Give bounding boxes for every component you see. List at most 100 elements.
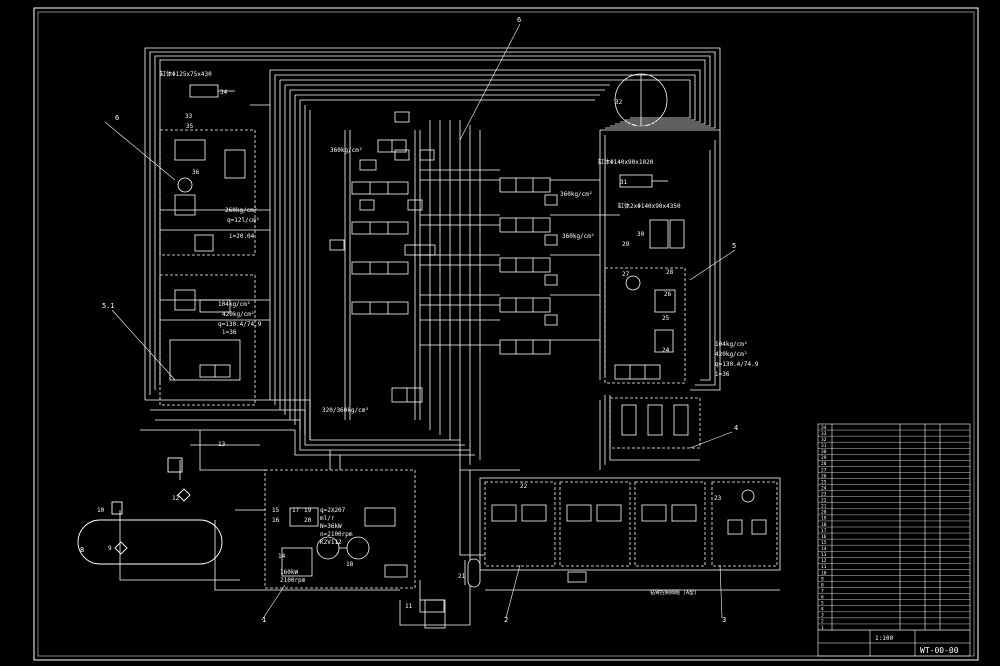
comp-36: 36 (192, 169, 200, 176)
callout-2: 2 (504, 616, 508, 624)
comp-25: 25 (662, 315, 670, 322)
outer-frame (33, 7, 979, 661)
title-row-number: 7 (821, 588, 824, 594)
spec-motor-rpm: 2100rpm (280, 577, 306, 584)
pump-unit-1 (264, 469, 416, 589)
comp-28: 28 (666, 269, 674, 276)
spec-valve-p4: 320/360kg/cm² (322, 407, 369, 414)
oil-tank-8 (77, 457, 223, 565)
spec-pump-5: K2V112 (320, 539, 342, 546)
label-block-3: 钻臂控制阀组 (A型) (650, 589, 697, 596)
comp-20: 20 (304, 517, 312, 524)
comp-26: 26 (664, 291, 672, 298)
spec-right-p2: 420kg/cm² (715, 351, 748, 358)
title-row-number: 17 (821, 528, 827, 534)
comp-27: 27 (622, 271, 630, 278)
spec-cyl-30: 缸体2xΦ140x90x4350 (618, 202, 681, 210)
title-row-number: 34 (821, 425, 827, 431)
title-row-number: 32 (821, 437, 827, 443)
callout-8: 8 (80, 546, 84, 554)
comp-14: 14 (278, 553, 286, 560)
callout-5: 5 (732, 242, 736, 250)
spec-pump-4: n=2100rpm (320, 531, 353, 538)
callout-1: 1 (262, 616, 266, 624)
block-4 (609, 397, 701, 449)
title-row-number: 11 (821, 564, 827, 570)
title-row-number: 4 (821, 607, 824, 613)
inner-frame (37, 11, 975, 657)
spec-valve-p2: 360kg/cm² (560, 191, 593, 198)
spec-valve-p3: 360kg/cm² (562, 233, 595, 240)
title-row-number: 24 (821, 485, 827, 491)
comp-32: 32 (615, 99, 623, 106)
comp-13: 13 (218, 441, 226, 448)
spec-pump51-q: q=130.4/74.9 (218, 321, 262, 328)
center-valve-stack (329, 111, 436, 403)
spec-motor-kw: 160kW (280, 569, 298, 576)
right-pump-block (604, 73, 686, 384)
spec-left-i: i=20.04 (229, 233, 255, 240)
spec-right-p1: 104kg/cm² (715, 341, 748, 348)
comp-29: 29 (622, 241, 630, 248)
title-row-number: 21 (821, 504, 827, 510)
comp-15: 15 (272, 507, 280, 514)
title-block-rows: 3433323130292827262524232221201918171615… (818, 425, 970, 631)
spec-left-flow: q=12l/cm² (227, 217, 260, 224)
leader-lines (104, 23, 736, 621)
title-row-number: 16 (821, 534, 827, 540)
spec-pump-3: N=36kW (320, 523, 342, 530)
spec-left-pressure: 260kg/cm² (225, 207, 258, 214)
drawing-scale: 1:100 (875, 635, 893, 642)
right-valve-stack (499, 177, 558, 355)
title-row-number: 1 (821, 625, 824, 631)
title-row-number: 14 (821, 546, 827, 552)
title-row-number: 31 (821, 443, 827, 449)
left-blocks (159, 84, 256, 406)
comp-9: 9 (108, 545, 112, 552)
title-row-number: 30 (821, 449, 827, 455)
callout-7: 6 (115, 114, 119, 122)
callout-6-label: 6 (517, 16, 521, 24)
title-row-number: 9 (821, 576, 824, 582)
spec-pump51-p2: 420kg/cm² (222, 311, 255, 318)
title-row-number: 13 (821, 552, 827, 558)
title-block (817, 423, 971, 657)
title-row-number: 23 (821, 492, 827, 498)
spec-pump-2: ml/r (320, 515, 335, 522)
title-row-number: 28 (821, 461, 827, 467)
title-row-number: 26 (821, 473, 827, 479)
bottom-control-blocks (419, 477, 781, 629)
title-row-number: 12 (821, 558, 827, 564)
comp-12: 12 (172, 495, 180, 502)
spec-right-i: i=36 (715, 371, 730, 378)
title-row-number: 18 (821, 522, 827, 528)
title-row-number: 6 (821, 595, 824, 601)
spec-pump51-i: i=36 (222, 329, 237, 336)
title-row-number: 8 (821, 582, 824, 588)
comp-24: 24 (662, 347, 670, 354)
title-row-number: 22 (821, 498, 827, 504)
title-row-number: 33 (821, 431, 827, 437)
title-row-number: 15 (821, 540, 827, 546)
callout-5-1: 5.1 (102, 302, 115, 310)
comp-31: 31 (620, 179, 628, 186)
spec-cyl-34: 缸体Φ125x75x430 (160, 70, 212, 78)
title-row-number: 20 (821, 510, 827, 516)
comp-21: 21 (458, 573, 466, 580)
spec-right-q: q=130.4/74.9 (715, 361, 759, 368)
comp-10: 10 (97, 507, 105, 514)
title-block-texts: WT-00-00 1:100 (875, 635, 959, 655)
comp-11: 11 (405, 603, 413, 610)
spec-pump-1: q=2X207 (320, 507, 346, 514)
comp-33: 33 (185, 113, 193, 120)
title-row-number: 5 (821, 601, 824, 607)
comp-35: 35 (186, 123, 194, 130)
title-row-number: 25 (821, 479, 827, 485)
comp-16: 16 (272, 517, 280, 524)
comp-30: 30 (637, 231, 645, 238)
comp-34: 34 (220, 89, 228, 96)
title-row-number: 2 (821, 619, 824, 625)
comp-19: 19 (304, 507, 312, 514)
callout-3: 3 (722, 616, 726, 624)
